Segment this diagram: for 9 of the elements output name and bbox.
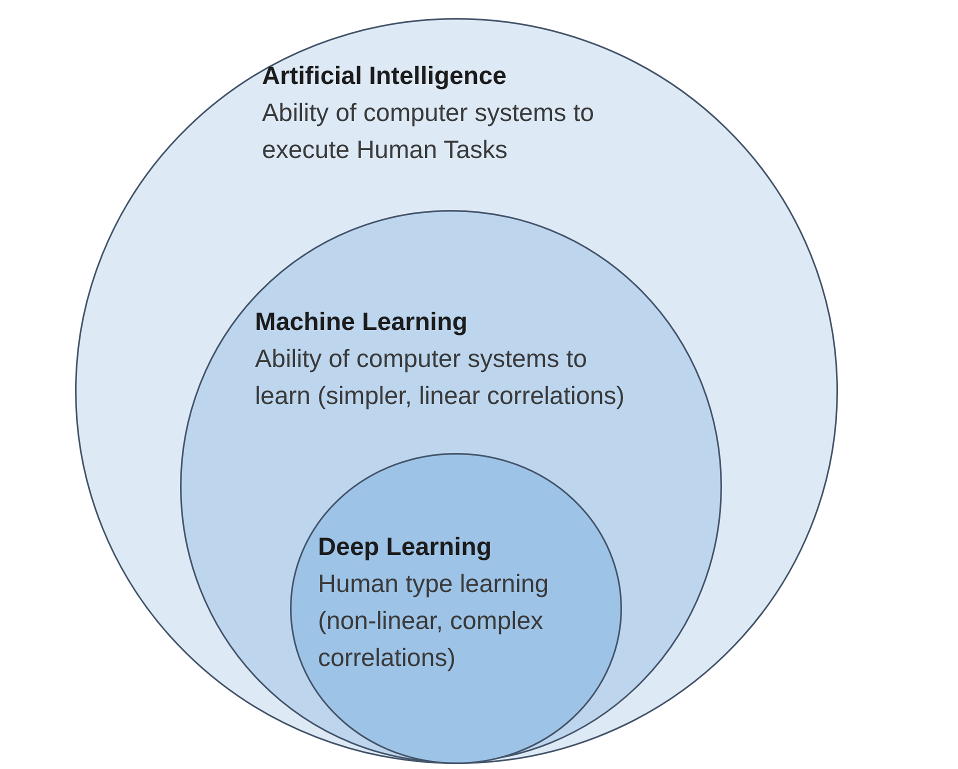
region-title: Deep Learning bbox=[318, 532, 492, 563]
nested-circle-region bbox=[180, 210, 722, 763]
region-description: Ability of computer systems to execute Human Tasks bbox=[262, 98, 596, 166]
region-title: Machine Learning bbox=[255, 307, 468, 338]
nested-circle-region bbox=[75, 18, 838, 764]
region-description: Human type learning (non-linear, complex correlations) bbox=[318, 569, 550, 674]
region-title: Artificial Intelligence bbox=[262, 61, 507, 92]
nested-circle-region bbox=[290, 453, 622, 764]
region-description: Ability of computer systems to learn (simpler, linear correlations) bbox=[255, 344, 626, 412]
